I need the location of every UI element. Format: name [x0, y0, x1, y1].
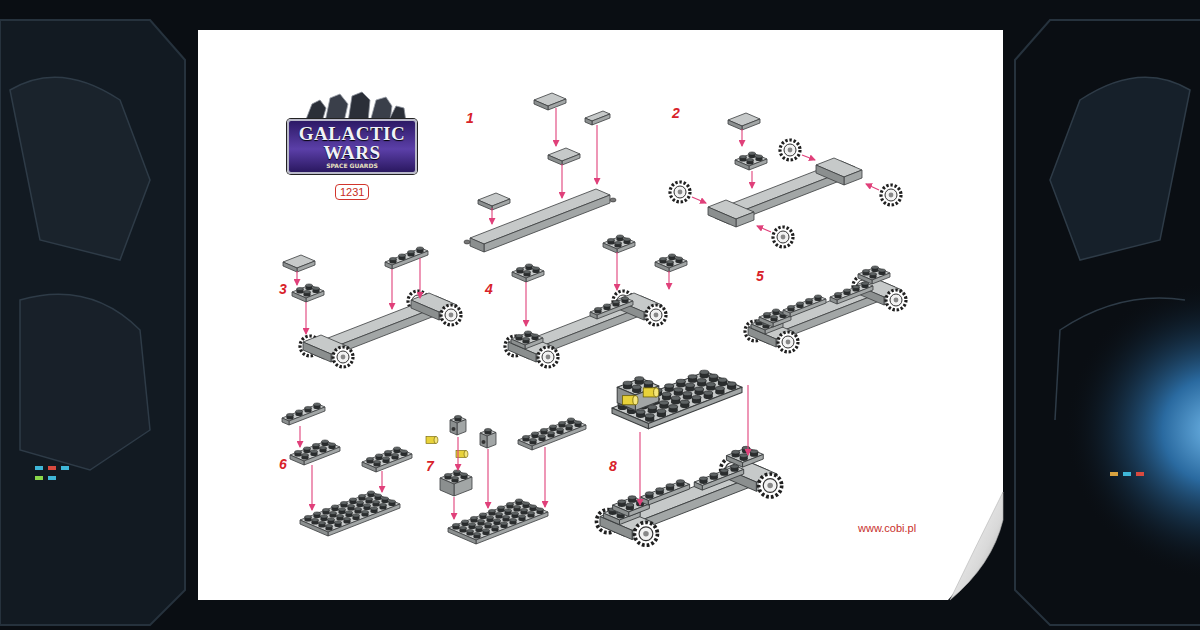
chassis	[300, 291, 461, 367]
assembly-arrow	[639, 432, 640, 505]
tile	[534, 93, 566, 110]
step-7-illustration	[426, 415, 586, 544]
logo-subtitle: SPACE GUARDS	[294, 162, 410, 170]
chassis	[745, 266, 906, 352]
tile	[728, 113, 760, 130]
plate	[735, 152, 767, 170]
assembly-arrow	[487, 449, 488, 508]
plate	[292, 284, 324, 302]
wheel	[780, 140, 800, 160]
assembly-arrow	[555, 108, 556, 146]
wheel	[881, 185, 901, 205]
instruction-sheet	[198, 30, 1003, 600]
website-url: www.cobi.pl	[858, 522, 916, 535]
plate	[518, 418, 586, 450]
step-number: 8	[609, 458, 617, 474]
set-number: 1231	[340, 185, 364, 199]
assembly-arrow	[751, 171, 752, 188]
assembly-arrow	[381, 471, 382, 492]
yellow-pin	[426, 437, 438, 444]
plate	[300, 491, 400, 536]
assembly-arrow	[491, 208, 492, 224]
step-1-illustration	[464, 93, 616, 252]
plate	[290, 440, 340, 465]
tile	[283, 255, 315, 272]
assembly-arrow	[668, 271, 669, 289]
logo-figures	[305, 92, 406, 122]
assembly-arrow	[544, 447, 545, 507]
step-number: 2	[672, 105, 680, 121]
step-2-illustration	[670, 113, 901, 247]
assembly-arrow	[757, 226, 771, 232]
logo-plaque: GALACTIC WARSSPACE GUARDS	[287, 119, 417, 174]
step-3-illustration	[283, 247, 461, 367]
assembly-arrow	[299, 426, 300, 447]
plate	[362, 447, 412, 472]
brick	[480, 428, 496, 448]
top-assembly	[612, 370, 742, 429]
plate	[512, 264, 544, 282]
chassis	[505, 291, 666, 367]
assembly-arrow	[802, 155, 815, 160]
plate	[603, 235, 635, 253]
assembly-arrow	[311, 465, 312, 510]
assembly-arrow	[457, 437, 458, 470]
step-5-illustration	[745, 266, 906, 352]
plate	[448, 499, 548, 544]
assembly-arrow	[866, 184, 879, 190]
assembly-arrow	[692, 197, 706, 203]
step-number: 3	[279, 281, 287, 297]
wheel	[773, 227, 793, 247]
assembly-arrow	[391, 269, 392, 309]
assembly-arrow	[419, 258, 420, 298]
assembly-arrow	[305, 302, 306, 334]
chassis-bar	[464, 189, 616, 252]
wheel	[670, 182, 690, 202]
plate	[282, 403, 325, 425]
assembly-arrow	[741, 129, 742, 146]
assembly-arrow	[616, 252, 617, 290]
step-4-illustration	[505, 235, 687, 367]
tile	[585, 111, 610, 125]
step-number: 7	[426, 458, 434, 474]
tile	[478, 193, 510, 210]
assembly-arrow	[596, 125, 597, 184]
tile	[548, 148, 580, 165]
assembly-arrow	[525, 282, 526, 326]
plate	[385, 247, 428, 269]
set-number-box: 1231	[335, 184, 369, 200]
step-number: 6	[279, 456, 287, 472]
chassis	[597, 446, 782, 545]
plate	[655, 254, 687, 272]
logo-title: GALACTIC WARS	[294, 124, 410, 162]
step-number: 4	[485, 281, 493, 297]
assembly-arrow	[453, 497, 454, 519]
step-number: 1	[466, 110, 474, 126]
brick	[450, 415, 466, 435]
brick	[440, 470, 472, 496]
chassis	[708, 158, 862, 227]
step-number: 5	[756, 268, 764, 284]
assembly-arrow	[747, 385, 748, 455]
assembly-arrow	[296, 271, 297, 285]
assembly-arrow	[561, 164, 562, 198]
step-6-illustration	[282, 403, 412, 536]
step-8-illustration	[597, 370, 782, 545]
